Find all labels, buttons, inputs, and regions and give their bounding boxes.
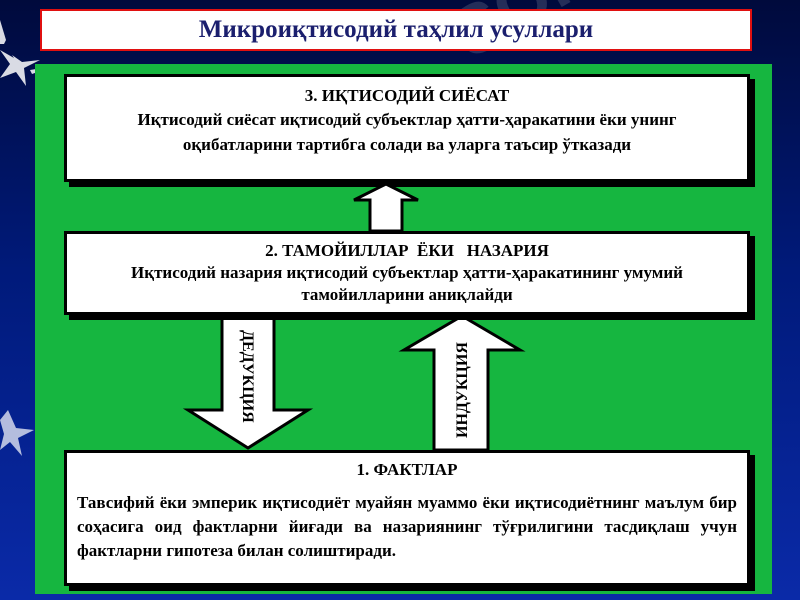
facts-text: Тавсифий ёки эмперик иқтисодиёт муайян м…	[77, 493, 737, 560]
up-arrow-to-policy	[353, 182, 419, 233]
starburst-icon	[0, 410, 34, 456]
facts-heading: 1. ФАКТЛАР	[356, 460, 458, 479]
policy-heading: 3. ИҚТИСОДИЙ СИЁСАТ	[304, 86, 510, 105]
theory-text-line1: Иқтисодий назария иқтисодий субъектлар ҳ…	[131, 263, 683, 282]
induction-label: ИНДУКЦИЯ	[454, 342, 471, 438]
policy-text-line1: Иқтисодий сиёсат иқтисодий субъектлар ҳа…	[137, 110, 677, 129]
theory-text-line2: тамойилларини аниқлайди	[301, 285, 513, 304]
policy-text-line2: оқибатларини тартибга солади ва уларга т…	[182, 135, 632, 154]
facts-box: 1. ФАКТЛАР Тавсифий ёки эмперик иқтисоди…	[64, 450, 750, 586]
theory-box: 2. ТАМОЙИЛЛАР ЁКИ НАЗАРИЯ Иқтисодий наза…	[64, 231, 750, 315]
induction-arrow	[398, 314, 526, 452]
page-title: Микроиқтисодий таҳлил усуллари	[198, 16, 594, 43]
theory-heading: 2. ТАМОЙИЛЛАР ЁКИ НАЗАРИЯ	[265, 241, 549, 260]
deduction-arrow	[182, 313, 314, 450]
title-banner: Микроиқтисодий таҳлил усуллари	[40, 9, 752, 51]
policy-box: 3. ИҚТИСОДИЙ СИЁСАТ Иқтисодий сиёсат иқт…	[64, 74, 750, 182]
deduction-label: ДЕДУКЦИЯ	[239, 330, 256, 423]
